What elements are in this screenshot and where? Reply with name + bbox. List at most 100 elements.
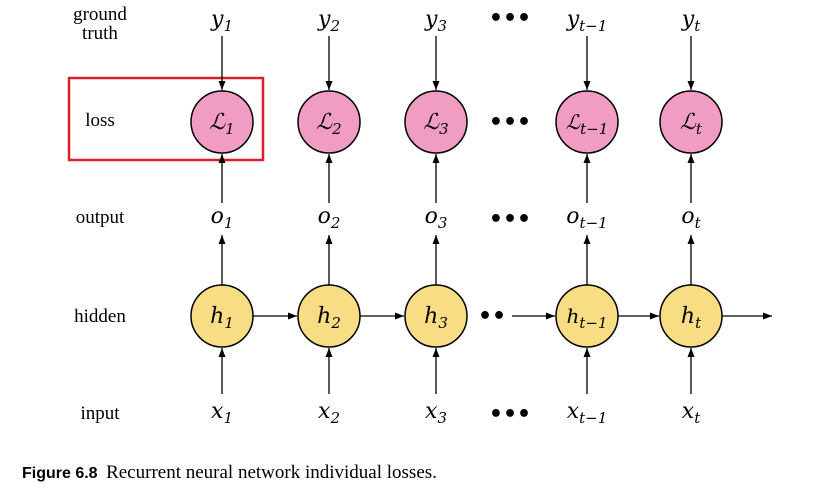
ground-truth-1-subscript: 1: [223, 17, 233, 35]
input-3-subscript: 3: [437, 409, 447, 427]
hidden-node-2-label-subscript: 2: [330, 314, 341, 332]
hidden-node-5-label: ht: [681, 304, 702, 332]
caption-label: Figure 6.8: [22, 465, 98, 482]
ellipsis-hidden: ••: [478, 304, 506, 329]
row-label-input: input: [80, 403, 120, 424]
loss-node-2-label-base: ℒ: [316, 110, 333, 135]
figure-caption: Figure 6.8 Recurrent neural network indi…: [22, 462, 437, 484]
input-2: x2: [318, 399, 340, 427]
ground-truth-3: y3: [424, 7, 447, 35]
ground-truth-5-subscript: t: [694, 17, 701, 35]
loss-node-5: [659, 90, 723, 154]
output-1-base: o: [211, 204, 224, 229]
loss-node-4-label-subscript: t−1: [580, 120, 608, 138]
hidden-node-1-label: h1: [210, 304, 234, 332]
hidden-node-4-label-base: h: [566, 304, 579, 328]
input-3: x3: [425, 399, 447, 427]
loss-node-5-label: ℒt: [680, 110, 703, 138]
loss-node-1: [190, 90, 254, 154]
output-5-subscript: t: [695, 214, 702, 232]
hidden-node-4: [555, 284, 619, 348]
output-3-base: o: [425, 204, 438, 229]
highlight-box: [67, 76, 265, 162]
loss-node-3-label-subscript: 3: [439, 120, 449, 138]
ellipsis-loss: •••: [489, 110, 531, 135]
caption-text: Recurrent neural network individual loss…: [106, 462, 437, 483]
row-label-truth: truth: [82, 23, 118, 44]
input-3-base: x: [425, 399, 438, 424]
output-1-subscript: 1: [224, 214, 234, 232]
output-2: o2: [318, 204, 341, 232]
loss-node-2: [297, 90, 361, 154]
ellipsis-ground-truth: •••: [489, 6, 531, 31]
loss-node-1-label-subscript: 1: [225, 120, 235, 138]
ground-truth-3-base: y: [424, 7, 438, 32]
hidden-node-2: [297, 284, 361, 348]
output-3-subscript: 3: [438, 214, 448, 232]
input-5-base: x: [682, 399, 695, 424]
hidden-node-1: [190, 284, 254, 348]
output-2-base: o: [318, 204, 331, 229]
ground-truth-2-subscript: 2: [329, 17, 340, 35]
output-1: o1: [211, 204, 234, 232]
loss-node-1-label: ℒ1: [209, 110, 234, 138]
ellipsis-output: •••: [489, 207, 531, 232]
hidden-node-2-label: h2: [317, 304, 341, 332]
loss-node-3-label-base: ℒ: [423, 110, 440, 135]
row-label-output: output: [76, 207, 125, 228]
input-4: xt−1: [567, 399, 608, 427]
hidden-node-4-label-subscript: t−1: [579, 314, 607, 332]
input-1-base: x: [211, 399, 224, 424]
ground-truth-1: y1: [210, 7, 233, 35]
loss-node-5-label-subscript: t: [696, 120, 703, 138]
ground-truth-4-subscript: t−1: [579, 17, 607, 35]
input-2-subscript: 2: [329, 409, 340, 427]
input-1-subscript: 1: [223, 409, 233, 427]
hidden-node-3-label: h3: [424, 304, 448, 332]
ground-truth-1-base: y: [210, 7, 224, 32]
loss-node-5-label-base: ℒ: [680, 110, 697, 135]
output-4-base: o: [566, 204, 579, 229]
row-label-loss: loss: [85, 110, 115, 131]
output-5: ot: [681, 204, 701, 232]
input-4-subscript: t−1: [579, 409, 607, 427]
loss-node-1-label-base: ℒ: [209, 110, 226, 135]
ground-truth-5-base: y: [681, 7, 695, 32]
output-5-base: o: [681, 204, 694, 229]
hidden-node-1-label-subscript: 1: [224, 314, 234, 332]
nodes-layer: [190, 90, 723, 348]
row-label-ground: ground: [73, 4, 127, 25]
hidden-node-2-label-base: h: [317, 304, 331, 329]
hidden-node-3: [404, 284, 468, 348]
output-3: o3: [425, 204, 448, 232]
output-2-subscript: 2: [330, 214, 341, 232]
ellipsis-input: •••: [489, 402, 531, 427]
loss-node-4-label-base: ℒ: [566, 110, 581, 134]
loss-node-4-label: ℒt−1: [566, 110, 609, 138]
output-4-subscript: t−1: [580, 214, 608, 232]
hidden-node-3-label-base: h: [424, 304, 438, 329]
hidden-node-5-label-subscript: t: [695, 314, 702, 332]
ground-truth-4: yt−1: [566, 7, 608, 35]
ground-truth-2: y2: [317, 7, 340, 35]
loss-node-2-label: ℒ2: [316, 110, 341, 138]
loss-node-3-label: ℒ3: [423, 110, 448, 138]
ground-truth-5: yt: [681, 7, 701, 35]
edges-layer: [218, 36, 772, 394]
loss-node-3: [404, 90, 468, 154]
input-2-base: x: [318, 399, 331, 424]
hidden-node-4-label: ht−1: [566, 304, 607, 332]
ground-truth-4-base: y: [566, 7, 580, 32]
hidden-node-3-label-subscript: 3: [438, 314, 448, 332]
input-5: xt: [682, 399, 701, 427]
row-label-hidden: hidden: [74, 306, 126, 327]
input-5-subscript: t: [694, 409, 701, 427]
input-1: x1: [211, 399, 233, 427]
hidden-node-5: [659, 284, 723, 348]
input-4-base: x: [567, 399, 580, 424]
hidden-node-5-label-base: h: [681, 304, 695, 329]
labels-layer: y1ℒ1o1h1x1y2ℒ2o2h2x2y3ℒ3o3h3x3yt−1ℒt−1ot…: [209, 6, 703, 427]
loss-node-2-label-subscript: 2: [331, 120, 342, 138]
hidden-node-1-label-base: h: [210, 304, 224, 329]
